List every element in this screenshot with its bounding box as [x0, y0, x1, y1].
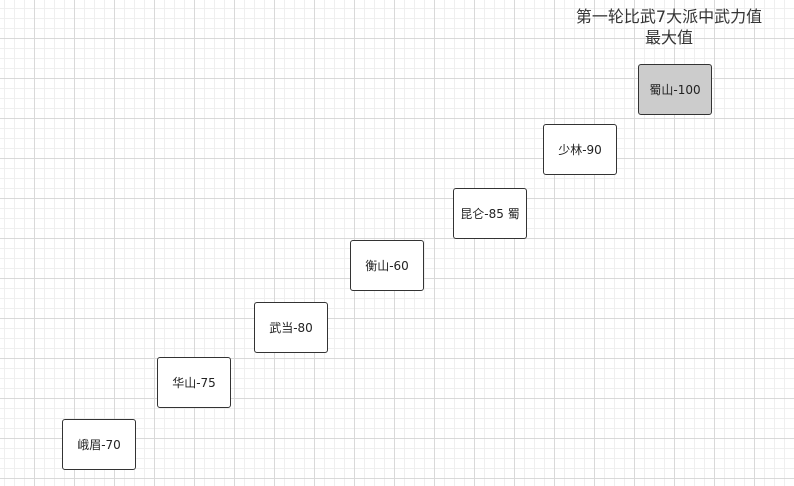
node-shushan[interactable]: 蜀山-100 [638, 64, 712, 115]
diagram-title: 第一轮比武7大派中武力值 最大值 [560, 6, 778, 48]
node-shaolin-label: 少林-90 [558, 143, 602, 157]
node-emei-label: 峨眉-70 [77, 438, 121, 452]
node-kunlun[interactable]: 昆仑-85 蜀 [453, 188, 527, 239]
node-hengshan[interactable]: 衡山-60 [350, 240, 424, 291]
diagram-title-line-1: 第一轮比武7大派中武力值 [575, 7, 763, 26]
node-emei[interactable]: 峨眉-70 [62, 419, 136, 470]
node-wudang[interactable]: 武当-80 [254, 302, 328, 353]
node-shaolin[interactable]: 少林-90 [543, 124, 617, 175]
node-kunlun-label: 昆仑-85 蜀 [460, 207, 520, 221]
node-shushan-label: 蜀山-100 [649, 83, 701, 97]
diagram-title-line-2: 最大值 [644, 28, 693, 47]
node-wudang-label: 武当-80 [269, 321, 313, 335]
node-huashan-label: 华山-75 [172, 376, 216, 390]
node-huashan[interactable]: 华山-75 [157, 357, 231, 408]
node-hengshan-label: 衡山-60 [365, 259, 409, 273]
